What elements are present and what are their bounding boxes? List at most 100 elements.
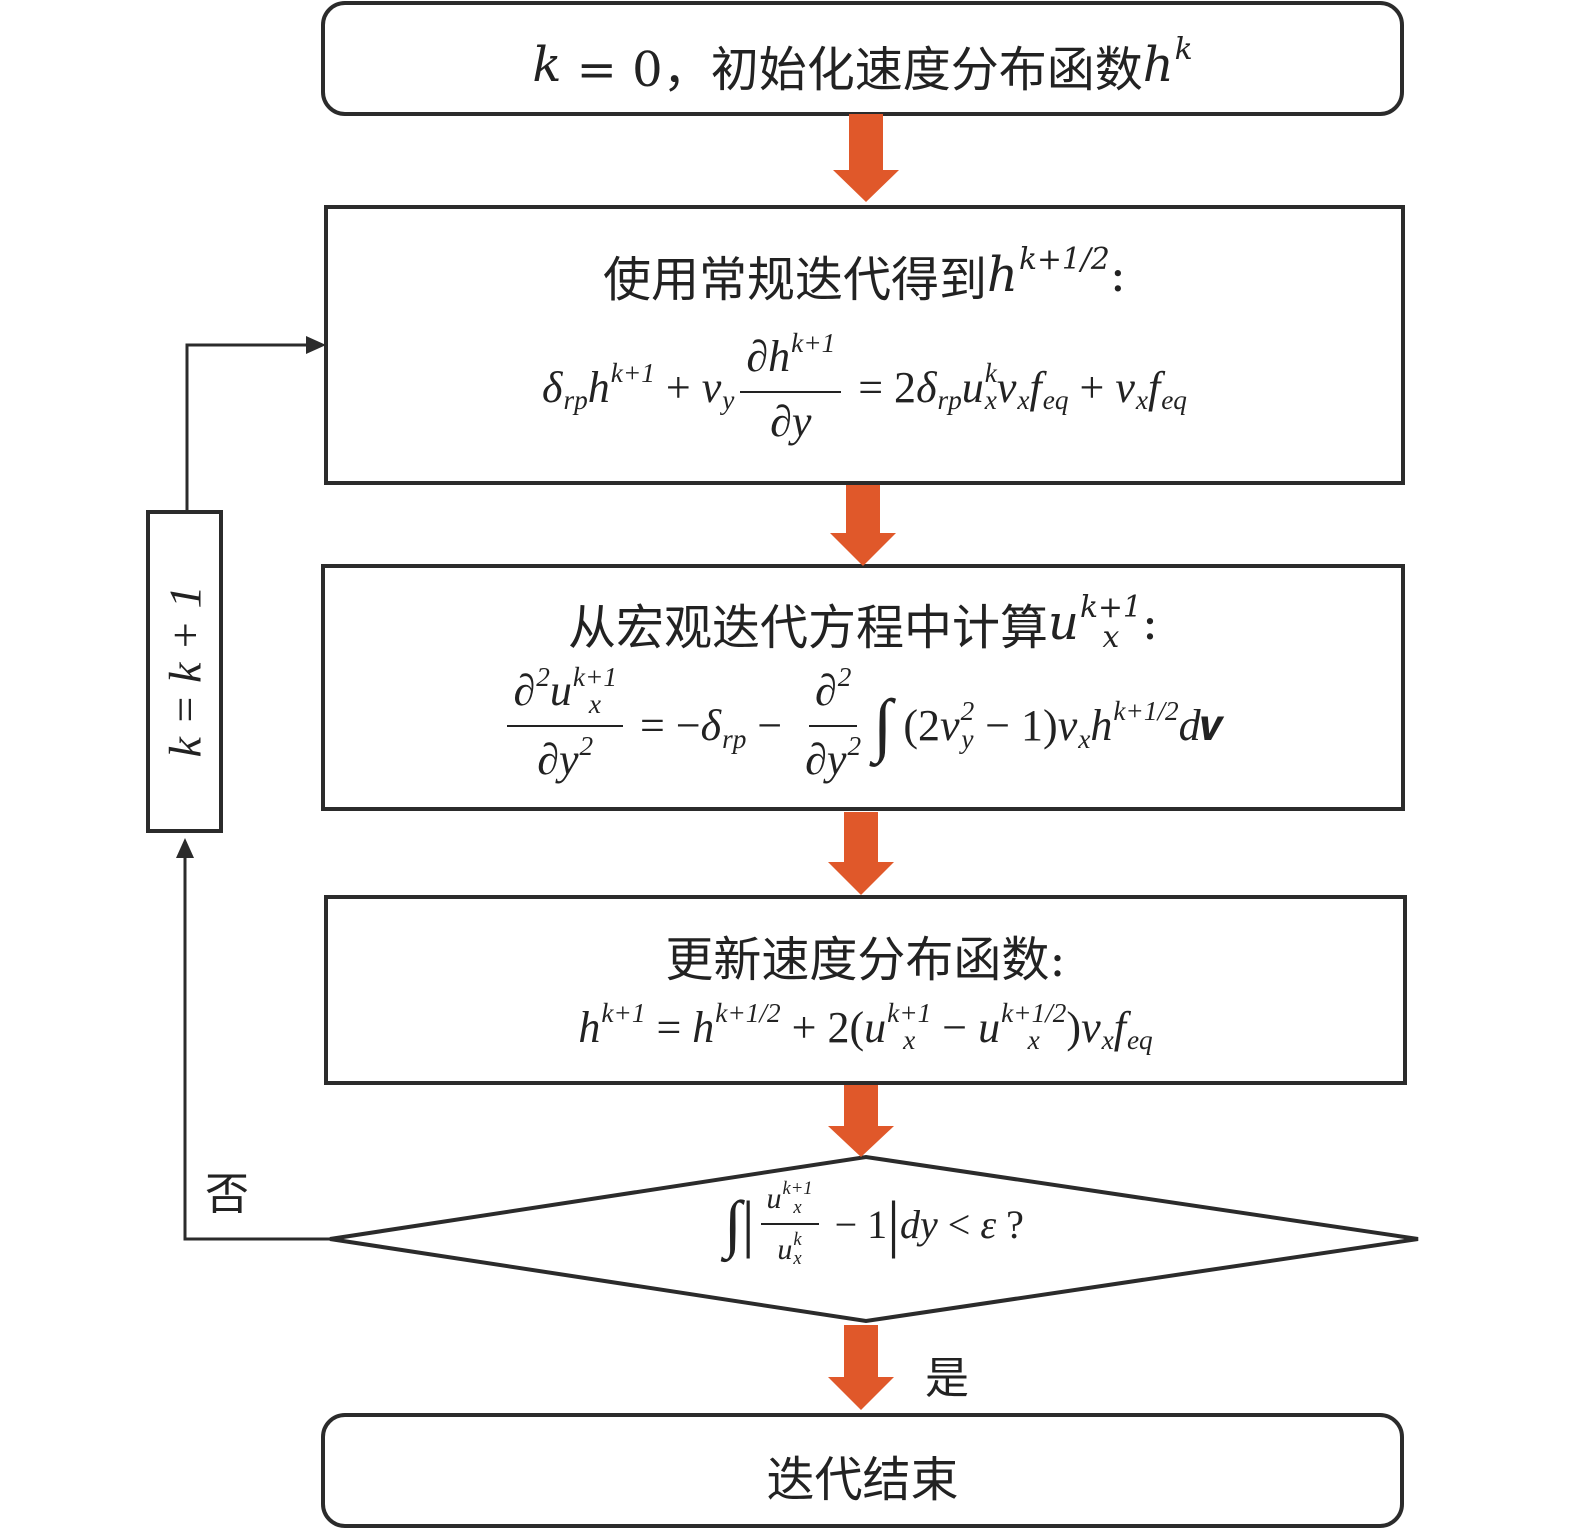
subscript: x (984, 385, 997, 416)
superscript (1127, 1000, 1153, 1027)
math-variable: v x (1115, 360, 1148, 415)
math-text: 使用常规迭代得到 (603, 252, 988, 308)
end-text: 迭代结束 (323, 1440, 1402, 1510)
math-text: ∂ (770, 396, 792, 446)
subscript: x (903, 1025, 916, 1056)
subscript: x (1078, 723, 1091, 754)
superscript (938, 360, 962, 387)
arrow-2 (830, 485, 896, 566)
math-scripts: k+1 (601, 998, 646, 1055)
subscript: x (588, 689, 601, 720)
no-branch-line (183, 855, 330, 1241)
math-base: v (1057, 701, 1078, 751)
math-text: 迭代结束 (766, 1452, 959, 1508)
math-text: + (1068, 362, 1116, 412)
subscript: x (793, 1247, 802, 1269)
math-base: f (1113, 1002, 1126, 1052)
math-scripts: k (1175, 35, 1193, 95)
math-text: = 0，初始化速度分布函数 (561, 42, 1143, 98)
math-base: f (1147, 362, 1161, 412)
math-text: ? (996, 1201, 1024, 1247)
superscript (1161, 360, 1187, 387)
math-text: − 1 (824, 1201, 888, 1247)
math-base: u (961, 362, 984, 412)
math-scripts: k+1/2 (1113, 697, 1178, 753)
subscript (611, 387, 655, 414)
math-base: u (978, 1002, 1001, 1052)
math-row: 更新速度分布函数: (665, 920, 1065, 990)
math-variable: f eq (1148, 360, 1187, 415)
math-text: = − (629, 701, 701, 751)
math-base: v (996, 362, 1017, 412)
subscript (791, 357, 835, 384)
math-text: − (931, 1002, 979, 1052)
update-box (324, 895, 1407, 1085)
math-variable: δ rp (542, 360, 588, 415)
subscript: x (1101, 1025, 1114, 1056)
arrow-4 (828, 1085, 894, 1157)
math-base: u (1048, 595, 1079, 651)
math-scripts: x (1078, 698, 1090, 753)
math-text: = (645, 1002, 693, 1052)
loop-counter: k = k + 1 (148, 512, 221, 831)
math-text: + (654, 362, 702, 412)
superscript: k+1 (782, 1178, 813, 1199)
math-scripts: rp (563, 360, 587, 415)
subscript: eq (1161, 385, 1187, 416)
superscript: k (1174, 32, 1193, 68)
math-text: ∂ (746, 332, 769, 382)
math-base: h (987, 247, 1018, 303)
math-variable: v x (997, 360, 1030, 415)
math-text: ∂ (805, 734, 827, 784)
math-text: − 1) (974, 701, 1058, 751)
math-variable: v y (702, 360, 735, 415)
math-variable: v x (1058, 698, 1091, 753)
math-base: v (940, 701, 960, 751)
superscript: k (984, 358, 997, 389)
subscript: rp (937, 385, 962, 416)
math-base: v (701, 362, 722, 412)
math-text: < (937, 1201, 981, 1247)
math-row: ∂y (770, 396, 811, 446)
math-base: u (766, 1181, 782, 1215)
math-base: δ (700, 701, 722, 751)
subscript (1113, 726, 1178, 753)
superscript (1043, 360, 1069, 387)
math-scripts: k+1/2 (1019, 245, 1110, 305)
math-text: ∂ (513, 666, 536, 716)
math-symbol: ∫ (724, 1188, 742, 1260)
fraction-numerator: ∂2 (808, 663, 858, 727)
superscript (1102, 1000, 1114, 1027)
math-scripts: eq (1127, 1000, 1153, 1055)
update-title: 更新速度分布函数: (326, 920, 1405, 990)
yes-label: 是 (925, 1353, 969, 1404)
loop-back-line (185, 343, 310, 512)
math-base: h (578, 1002, 601, 1052)
math-scripts: eq (1161, 360, 1187, 415)
math-scripts: x (1017, 360, 1029, 415)
superscript: k+1 (601, 998, 646, 1028)
subscript: y (722, 385, 735, 416)
math-variable: ε (980, 1201, 996, 1248)
convergence-diamond (329, 1154, 1419, 1324)
loop-arrowhead-up (176, 838, 194, 858)
math-variable: 2 (837, 663, 852, 719)
subscript: y (961, 723, 974, 754)
